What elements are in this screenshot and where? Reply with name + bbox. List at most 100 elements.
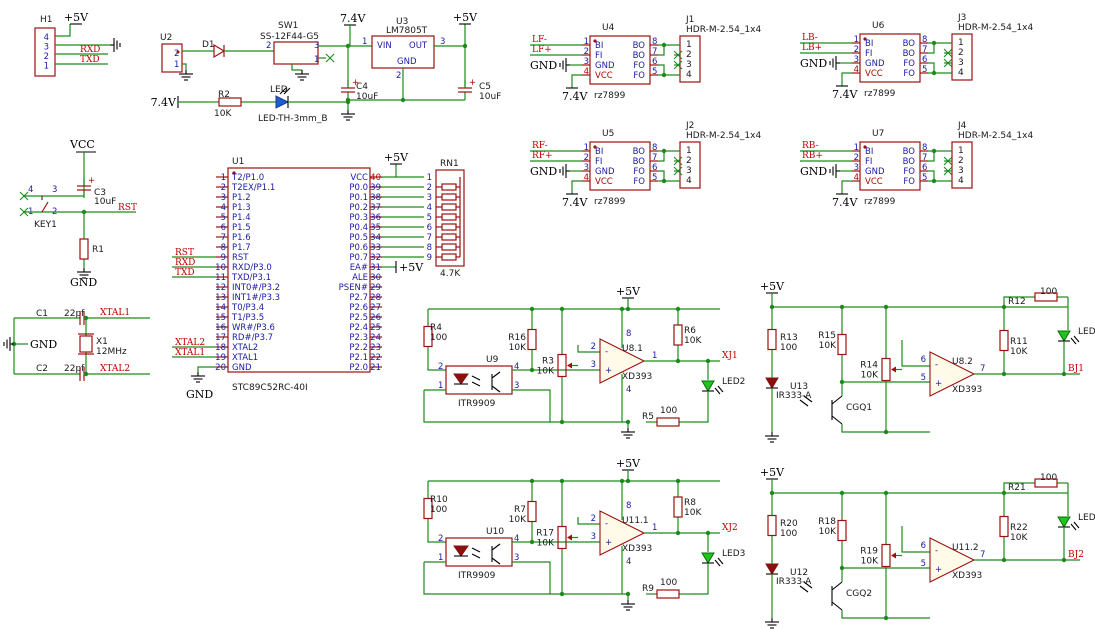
wire — [928, 43, 935, 54]
pin-number: 2 — [44, 52, 49, 62]
pin-number: 2 — [958, 48, 964, 58]
ir-ref: U13 — [790, 382, 808, 392]
power-label: +5V — [399, 261, 424, 274]
c2-ref: C2 — [36, 364, 48, 374]
net-label: LB- — [802, 33, 818, 43]
ref-designator: U11.1 — [622, 516, 649, 526]
pin-number: 4 — [584, 173, 589, 183]
driver-value: rz7899 — [864, 89, 896, 99]
gnd-label: GND — [30, 338, 57, 351]
u1-ref: U1 — [232, 157, 244, 167]
pin-label: BO — [633, 147, 646, 157]
driver-body — [589, 141, 651, 191]
junction-dot — [661, 72, 667, 78]
pin-number: 8 — [427, 243, 432, 253]
junction-dot — [839, 490, 845, 496]
pin-number: 3 — [854, 163, 859, 173]
led-triangle — [701, 380, 715, 392]
pin1-marker — [863, 37, 867, 41]
pin-number: 2 — [958, 156, 964, 166]
ground-symbol — [765, 618, 779, 629]
wire — [291, 64, 302, 71]
pin-number: 35 — [370, 223, 381, 233]
pin-label: BI — [865, 147, 873, 157]
resistor-r-top — [423, 481, 433, 536]
net-label-xtal2: XTAL2 — [100, 364, 130, 374]
noninverting-mark: + — [605, 366, 612, 376]
junction-dot — [705, 358, 711, 364]
pin-number: 26 — [370, 313, 381, 323]
pin-number: 6 — [427, 223, 432, 233]
pin-label: BO — [903, 147, 916, 157]
pin-number: 3 — [854, 55, 859, 65]
pin-label: EA# — [350, 263, 368, 273]
pin-number: 3 — [221, 193, 226, 203]
junction-dot — [83, 315, 89, 321]
pin-number: 36 — [370, 213, 381, 223]
pin-number: 3 — [44, 43, 49, 53]
c4-ref: C4 — [356, 82, 368, 92]
wire — [799, 399, 809, 407]
pin-label: FO — [903, 177, 915, 187]
power-flag: +5V — [64, 11, 89, 25]
resistor-body — [767, 514, 777, 537]
pin-number: 11 — [215, 273, 226, 283]
wire — [1073, 521, 1080, 529]
value: 100 — [780, 343, 797, 353]
mcu-body — [227, 167, 371, 373]
pin-number: 2 — [854, 45, 859, 55]
pin-label: P0.6 — [349, 243, 368, 253]
pin-number: 6 — [652, 163, 657, 173]
pin-number: 2 — [584, 153, 589, 163]
resistor-r-pull — [673, 309, 683, 361]
ir-led — [765, 377, 779, 389]
power-label: +5V — [616, 457, 641, 470]
header-ref: J2 — [685, 121, 694, 131]
u3-ref: U3 — [396, 17, 408, 27]
pin-number: 4 — [44, 33, 49, 43]
value: 100 — [430, 505, 447, 515]
power-flag: +5V — [616, 285, 641, 299]
ground-symbol — [559, 164, 570, 178]
ref-designator: LED3 — [722, 549, 745, 559]
wire — [717, 385, 724, 393]
track-sensor-1: +5VR41002143U9ITR9909R1610KR310K-+U8.1XD… — [423, 285, 745, 439]
junction-dot — [559, 478, 565, 484]
wire — [325, 53, 335, 63]
ground-symbol — [829, 164, 840, 178]
pin-number: 1 — [854, 35, 859, 45]
driver-value: rz7899 — [864, 197, 896, 207]
comparator-triangle — [929, 351, 976, 397]
pin-label: P2.6 — [349, 303, 368, 313]
pin-label: RXD/P3.0 — [232, 263, 272, 273]
wire — [1070, 337, 1077, 345]
pin-number: 1 — [958, 146, 964, 156]
pin-label: GND — [595, 167, 615, 177]
wire — [471, 381, 481, 387]
wire — [717, 557, 724, 565]
power-label: 7.4V — [832, 196, 858, 209]
pin-label: FI — [865, 157, 872, 167]
pin-number: 28 — [370, 293, 381, 303]
net-label: LB+ — [802, 43, 822, 53]
pin-number: 2 — [266, 41, 271, 51]
pin-label: VCC — [595, 71, 613, 81]
pin-number: 5 — [652, 67, 657, 77]
driver-body — [589, 35, 651, 85]
resistor-r-led — [646, 589, 690, 599]
pin-number: 20 — [215, 363, 226, 373]
pin-number: 7 — [427, 233, 432, 243]
inverting-mark: - — [605, 347, 608, 357]
pin-label: BI — [595, 41, 603, 51]
pin-number: 1 — [174, 60, 179, 70]
value-label: XD393 — [622, 372, 652, 382]
diode-d1 — [213, 43, 226, 59]
ref: R21 — [1008, 483, 1026, 493]
pin-number: 9 — [221, 253, 226, 263]
net-label: BJ2 — [1068, 550, 1084, 560]
wire — [491, 557, 501, 565]
